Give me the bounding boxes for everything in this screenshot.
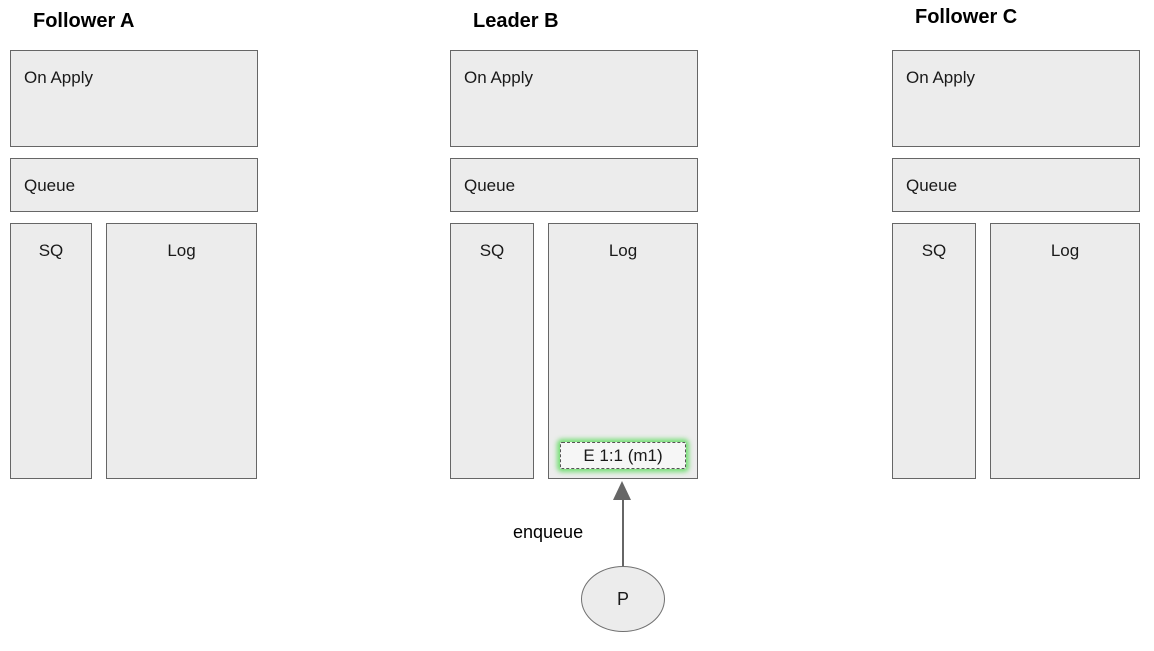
sq-box: SQ (450, 223, 534, 479)
log-label: Log (608, 241, 638, 260)
sq-label: SQ (38, 241, 64, 260)
node-title: Leader B (473, 10, 559, 32)
enqueue-arrowhead-icon (613, 481, 631, 500)
log-box: Log E 1:1 (m1) (548, 223, 698, 479)
proposer-node: P (581, 566, 665, 632)
node-title: Follower C (915, 6, 1018, 28)
proposer-label: P (616, 588, 629, 609)
sq-label: SQ (479, 241, 505, 260)
on-apply-label: On Apply (24, 68, 93, 87)
node-follower-a: Follower A On Apply Queue SQ Log (10, 0, 258, 480)
queue-box: Queue (10, 158, 258, 212)
log-label: Log (167, 241, 196, 260)
sq-box: SQ (892, 223, 976, 479)
queue-label: Queue (24, 176, 76, 195)
node-follower-c: Follower C On Apply Queue SQ Log (892, 0, 1140, 480)
enqueue-arrow-line (622, 499, 624, 567)
on-apply-box: On Apply (450, 50, 698, 147)
log-label: Log (1050, 241, 1080, 260)
node-leader-b: Leader B On Apply Queue SQ Log E 1:1 (m1… (450, 0, 698, 480)
sq-label: SQ (921, 241, 947, 260)
queue-box: Queue (450, 158, 698, 212)
queue-box: Queue (892, 158, 1140, 212)
on-apply-box: On Apply (892, 50, 1140, 147)
on-apply-label: On Apply (464, 68, 533, 87)
enqueue-label: enqueue (513, 522, 584, 542)
log-box: Log (106, 223, 257, 479)
log-box: Log (990, 223, 1140, 479)
queue-label: Queue (464, 176, 516, 195)
node-title: Follower A (33, 10, 135, 32)
log-entry-highlighted: E 1:1 (m1) (560, 442, 686, 469)
on-apply-box: On Apply (10, 50, 258, 147)
sq-box: SQ (10, 223, 92, 479)
queue-label: Queue (906, 176, 958, 195)
on-apply-label: On Apply (906, 68, 975, 87)
